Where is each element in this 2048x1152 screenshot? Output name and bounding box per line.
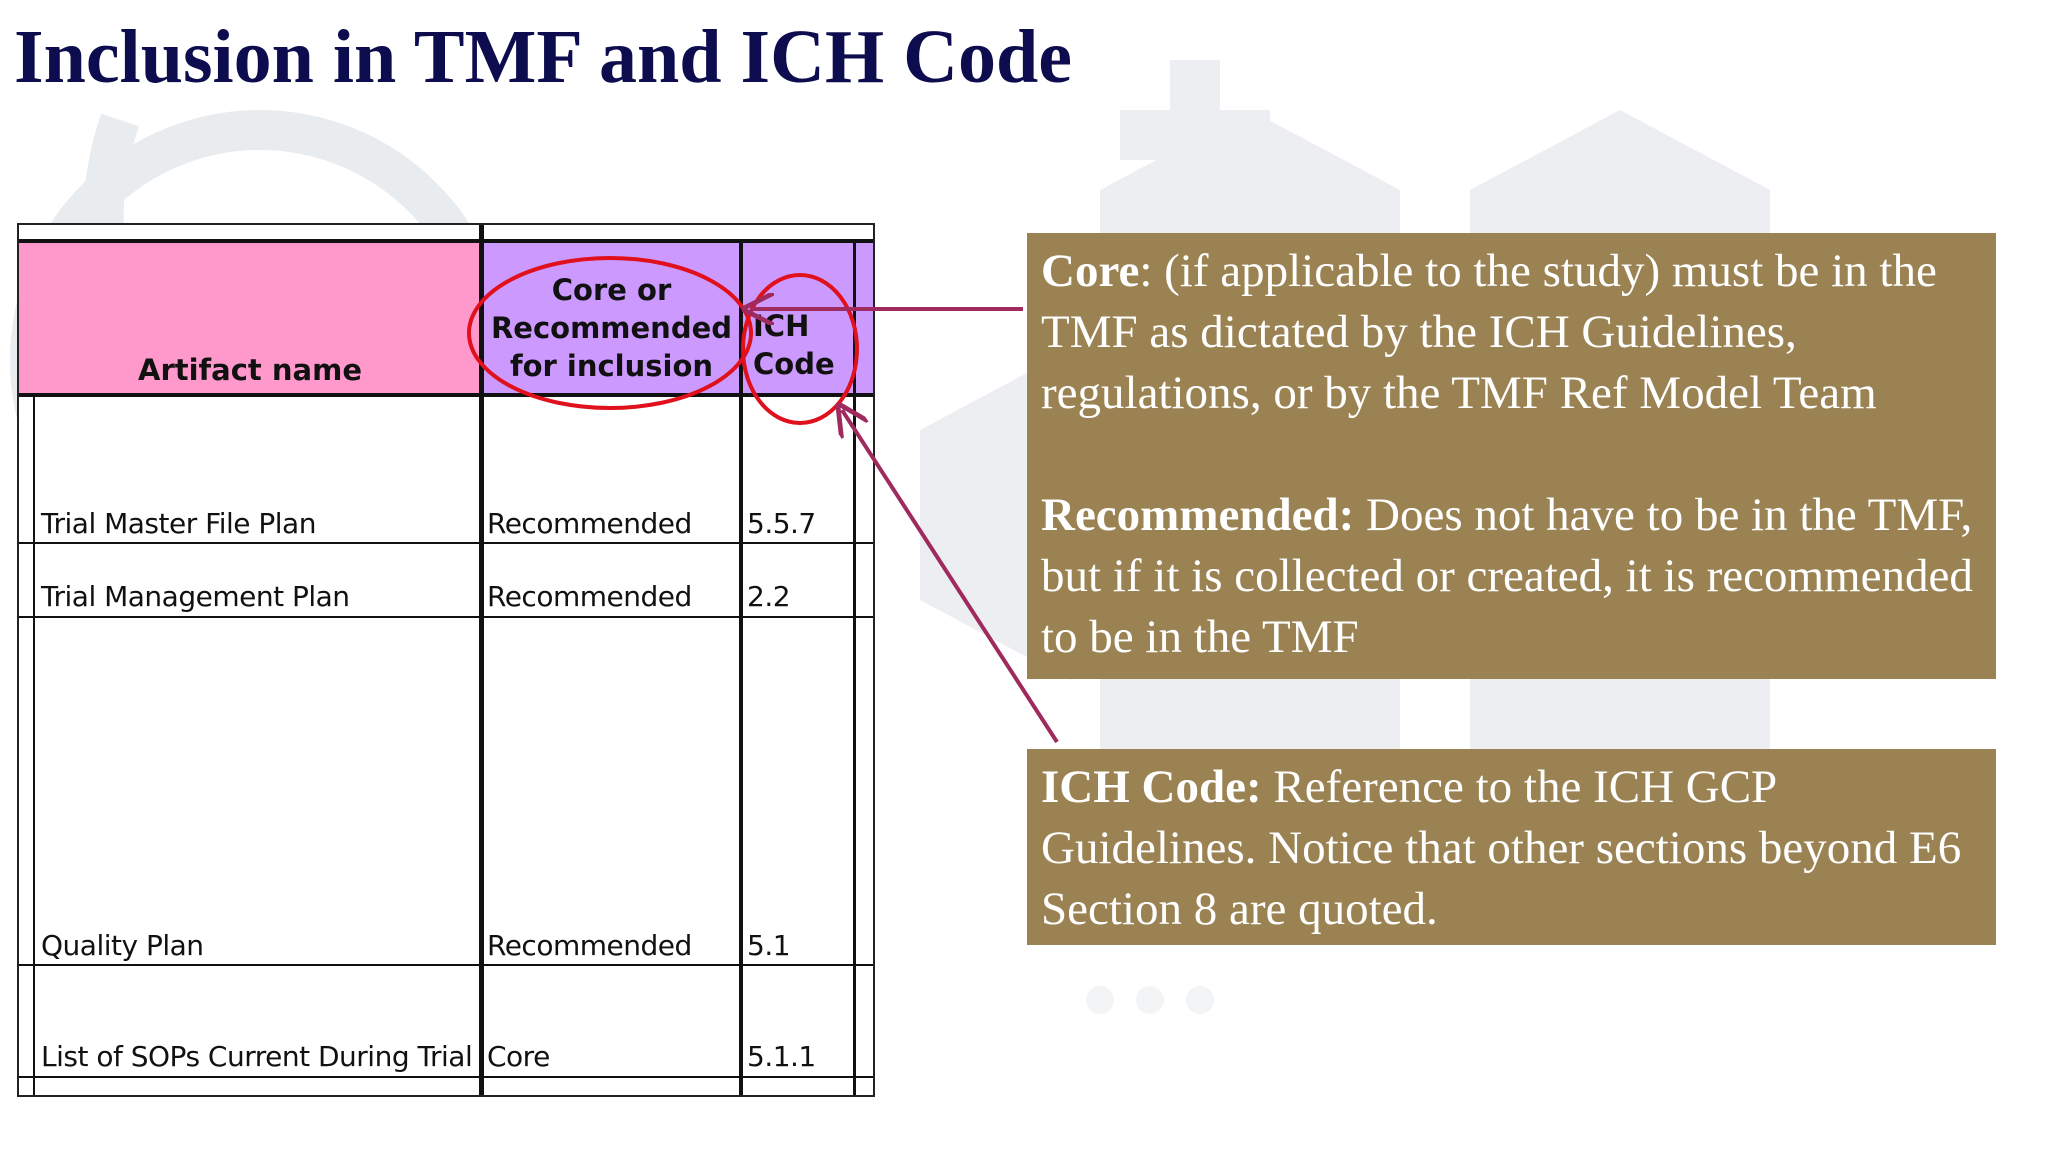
row-artifact-name: Trial Master File Plan	[41, 507, 316, 540]
recommended-text: Does not have to be in the TMF, but if i…	[1041, 489, 1973, 663]
row-ich-code: 5.5.7	[747, 507, 816, 540]
core-recommended-callout: Core: (if applicable to the study) must …	[1027, 233, 1996, 679]
ich-term: ICH Code:	[1041, 761, 1262, 813]
row-inclusion: Recommended	[487, 929, 692, 962]
ich-text: Reference to the ICH GCP Guidelines. Not…	[1041, 761, 1962, 935]
artifact-table: Artifact name Core or Recommended for in…	[17, 223, 875, 1097]
header-artifact-bg	[19, 241, 481, 395]
grid-line	[479, 225, 484, 1095]
core-term: Core	[1041, 245, 1140, 297]
grid-line	[853, 239, 856, 1095]
row-ich-code: 2.2	[747, 580, 791, 613]
row-inclusion: Core	[487, 1040, 550, 1073]
grid-line	[739, 239, 743, 1095]
header-artifact-name: Artifact name	[138, 353, 362, 387]
row-artifact-name: Trial Management Plan	[41, 580, 350, 613]
core-text: : (if applicable to the study) must be i…	[1041, 245, 1937, 419]
row-inclusion: Recommended	[487, 507, 692, 540]
grid-line	[33, 395, 35, 1095]
header-core-line1: Core or	[551, 273, 672, 307]
header-ich-line2: Code	[753, 347, 835, 381]
slide-title: Inclusion in TMF and ICH Code	[14, 15, 1072, 99]
ich-definition: ICH Code: Reference to the ICH GCP Guide…	[1041, 757, 1982, 940]
row-ich-code: 5.1	[747, 929, 791, 962]
header-core-line2: Recommended	[490, 311, 733, 345]
header-ich-code: ICH Code	[743, 241, 857, 395]
grid-line	[19, 964, 873, 966]
header-core-line3: for inclusion	[509, 349, 714, 383]
header-core-or-recommended: Core or Recommended for inclusion	[483, 241, 740, 395]
grid-line	[19, 393, 873, 397]
row-ich-code: 5.1.1	[747, 1040, 816, 1073]
grid-line	[19, 542, 873, 544]
row-artifact-name: List of SOPs Current During Trial	[41, 1040, 473, 1073]
grid-line	[19, 1076, 873, 1078]
grid-line	[19, 239, 873, 243]
grid-line	[19, 616, 873, 618]
recommended-term: Recommended:	[1041, 489, 1355, 541]
row-inclusion: Recommended	[487, 580, 692, 613]
header-ich-line1: ICH	[753, 309, 810, 343]
ich-code-callout: ICH Code: Reference to the ICH GCP Guide…	[1027, 749, 1996, 945]
row-artifact-name: Quality Plan	[41, 929, 204, 962]
recommended-definition: Recommended: Does not have to be in the …	[1041, 485, 1982, 668]
core-definition: Core: (if applicable to the study) must …	[1041, 241, 1982, 424]
